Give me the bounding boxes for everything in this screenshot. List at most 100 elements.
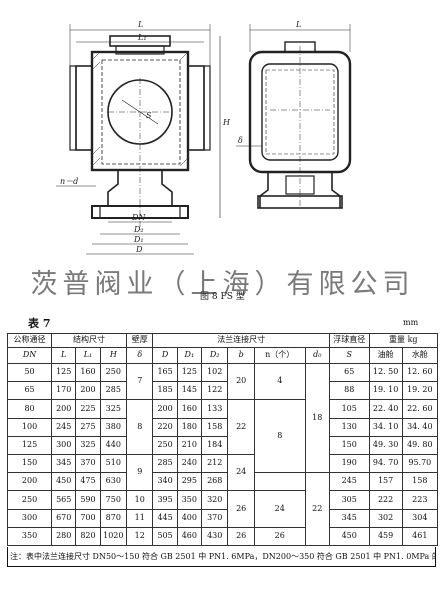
table-cell: 250: [152, 435, 178, 455]
table-cell: 350: [6, 526, 53, 547]
table-cell: 445: [152, 508, 178, 528]
table-cell: 223: [401, 490, 439, 510]
table-cell: 245: [328, 472, 370, 492]
header-wall: 壁厚: [126, 333, 154, 348]
table-cell: 122: [200, 381, 229, 401]
table-cell: 700: [75, 508, 101, 528]
table-cell: 200: [75, 381, 101, 401]
header-nominal: 公称通径: [6, 333, 53, 348]
table-cell: 4: [253, 362, 306, 401]
table-cell: 440: [99, 435, 128, 455]
table-cell: 8: [253, 399, 306, 474]
table-cell: 158: [401, 472, 439, 492]
table-cell: 94. 70: [368, 453, 403, 474]
table-cell: 145: [176, 381, 202, 401]
table-cell: 305: [328, 490, 370, 510]
table-cell: 430: [200, 526, 229, 547]
header-L: L: [51, 347, 77, 364]
header-S: S: [328, 347, 370, 364]
table-cell: 225: [75, 399, 101, 419]
table-cell: 160: [176, 399, 202, 419]
table-cell: 165: [152, 362, 178, 383]
table-cell: 10: [126, 490, 154, 510]
table-cell: 210: [176, 435, 202, 455]
table-cell: 302: [368, 508, 403, 528]
header-H: H: [99, 347, 128, 364]
table-cell: 133: [200, 399, 229, 419]
dim-D1: D₁: [133, 235, 144, 244]
header-D: D: [152, 347, 178, 364]
header-delta: δ: [126, 347, 154, 364]
table-cell: 105: [328, 399, 370, 419]
table-cell: 12. 50: [368, 362, 403, 383]
table-cell: 285: [152, 453, 178, 474]
header-float: 浮球直径: [328, 333, 370, 348]
table-row: 100 245 275 380 220 180 158 130 34. 10 3…: [6, 417, 439, 437]
table-cell: 26: [227, 526, 255, 547]
table-cell: 150: [6, 453, 53, 474]
table-cell: 125: [6, 435, 53, 455]
table-cell: 460: [176, 526, 202, 547]
table-cell: 670: [51, 508, 77, 528]
table-cell: 275: [75, 417, 101, 437]
table-row: 80 200 225 325 8 200 160 133 22 8 105 22…: [6, 399, 439, 474]
table-cell: 200: [152, 399, 178, 419]
table-cell: 125: [51, 362, 77, 383]
table-cell: 22: [304, 472, 330, 546]
table-cell: 49. 30: [368, 435, 403, 455]
table-cell: 345: [51, 453, 77, 474]
table-cell: 450: [328, 526, 370, 547]
table-row: 350 280 820 1020 12 505 460 430 26 26 45…: [6, 526, 439, 547]
table-cell: 200: [51, 399, 77, 419]
table-row: 65 170 200 285 185 145 122 88 19. 10 19.…: [6, 381, 439, 401]
header-weight: 重量 kg: [368, 333, 439, 348]
dim-delta: δ: [238, 136, 243, 145]
table-cell: 130: [328, 417, 370, 437]
table-cell: 100: [6, 417, 53, 437]
table-cell: 590: [75, 490, 101, 510]
table-footnote: 注：表中法兰连接尺寸 DN50～150 符合 GB 2501 中 PN1. 6M…: [7, 547, 436, 567]
table-cell: 222: [368, 490, 403, 510]
table-cell: 350: [176, 490, 202, 510]
table-cell: 475: [75, 472, 101, 492]
table-row: 150 345 370 510 9 285 240 212 24 190 94.…: [6, 453, 439, 492]
dim-L-left: L: [137, 20, 143, 29]
dim-n-d0: n－d: [60, 177, 78, 186]
table-row: 200 450 475 630 340 295 268 22 245 157 1…: [6, 472, 439, 546]
table-cell: 160: [75, 362, 101, 383]
table-cell: 345: [328, 508, 370, 528]
table-row: 50 125 160 250 7 165 125 102 20 4 18 65 …: [6, 362, 439, 474]
table-cell: 125: [176, 362, 202, 383]
table-cell: 380: [99, 417, 128, 437]
header-b: b: [227, 347, 255, 364]
table-cell: 34. 10: [368, 417, 403, 437]
table-cell: 88: [328, 381, 370, 401]
table-cell: 34. 40: [401, 417, 439, 437]
table-row: 300 670 700 870 11 445 400 370 345 302 3…: [6, 508, 439, 528]
table-cell: 22: [227, 399, 255, 455]
table-cell: 11: [126, 508, 154, 528]
table-cell: 325: [75, 435, 101, 455]
table-cell: 820: [75, 526, 101, 547]
spec-table: 公称通径 结构尺寸 壁厚 法兰连接尺寸 浮球直径 重量 kg DN L L₁ H…: [6, 333, 439, 547]
header-L1: L₁: [75, 347, 101, 364]
table-cell: 285: [99, 381, 128, 401]
table-cell: 395: [152, 490, 178, 510]
table-cell: 510: [99, 453, 128, 474]
table-cell: 158: [200, 417, 229, 437]
table-row: 125 300 325 440 250 210 184 150 49. 30 4…: [6, 435, 439, 455]
table-cell: 184: [200, 435, 229, 455]
header-water: 水舱: [401, 347, 439, 364]
dim-D2: D₂: [133, 225, 144, 234]
valve-drawing: L L₁ H S DN D₂ D₁ D n－d L δ: [56, 20, 352, 255]
table-cell: 19. 20: [401, 381, 439, 401]
table-cell: 370: [75, 453, 101, 474]
header-D2: D₂: [200, 347, 229, 364]
table-cell: 300: [51, 435, 77, 455]
table-cell: 80: [6, 399, 53, 419]
table-cell: 26: [253, 526, 306, 547]
table-cell: 240: [176, 453, 202, 474]
table-cell: 250: [99, 362, 128, 383]
table-cell: [253, 472, 306, 492]
figure-caption: 图 8 FS 型: [200, 292, 245, 302]
